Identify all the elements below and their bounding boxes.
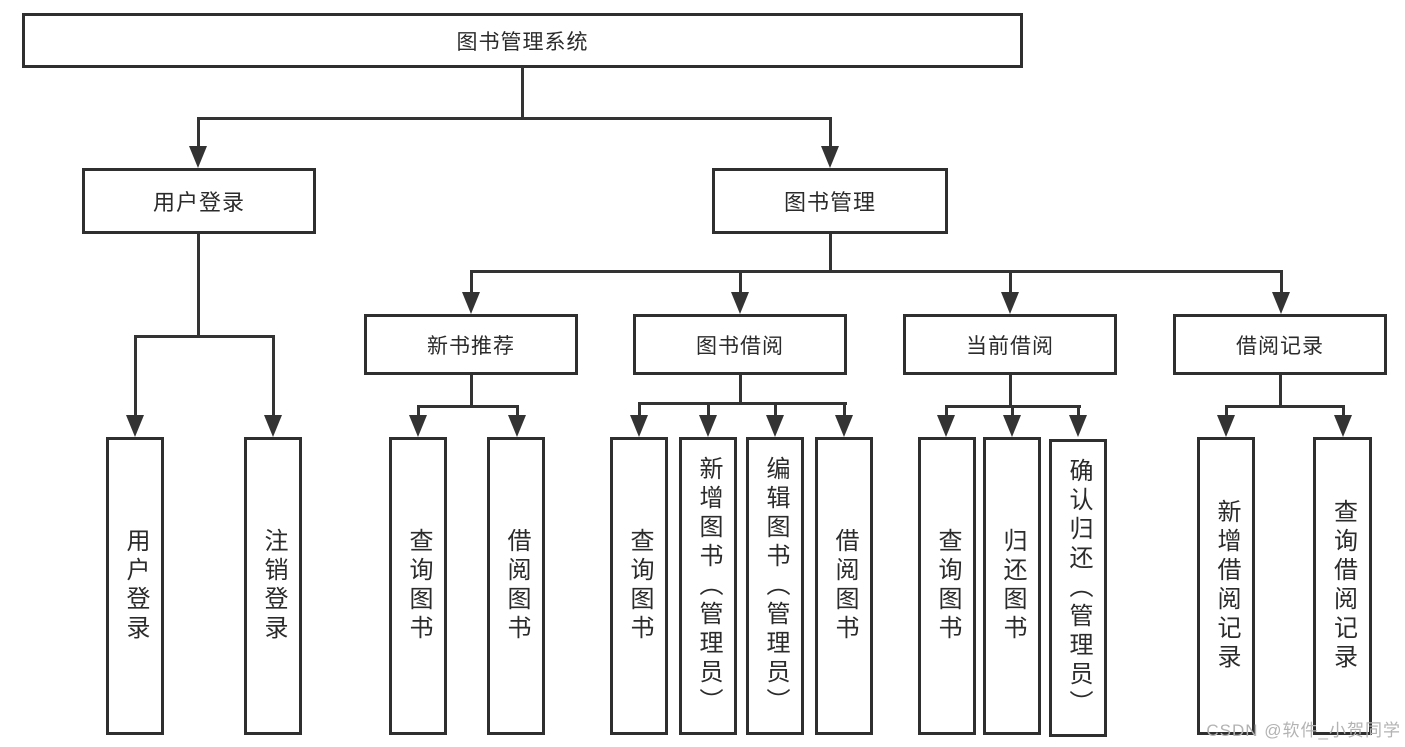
connector-records-hline (1225, 405, 1345, 408)
leaf-confirm-return-admin: 确认归还（管理员） (1049, 439, 1107, 737)
connector-stem-nb-borrow (516, 405, 519, 417)
arrowhead-new-book (462, 292, 480, 314)
csdn-watermark: CSDN @软件_小贺同学 (1206, 721, 1401, 740)
leaf-query-books-borrowing: 查询图书 (610, 437, 668, 735)
connector-stem-bb-add (707, 402, 710, 417)
leaf-query-books-recommend: 查询图书 (389, 437, 447, 735)
connector-stem-user-login (197, 117, 200, 148)
arrowhead-cb-query (937, 415, 955, 437)
arrowhead-nb-borrow (508, 415, 526, 437)
leaf-borrow-books-borrowing: 借阅图书 (815, 437, 873, 735)
connector-root-hline (197, 117, 832, 120)
connector-stem-cb-confirm (1077, 405, 1080, 417)
connector-current-stem (1009, 375, 1012, 407)
arrowhead-cb-return (1003, 415, 1021, 437)
arrowhead-user-login (189, 146, 207, 168)
connector-root-stem (521, 67, 524, 119)
leaf-query-books-current: 查询图书 (918, 437, 976, 735)
connector-stem-leaf-logout (272, 335, 275, 417)
node-book-management: 图书管理 (712, 168, 948, 234)
arrowhead-rec-add (1217, 415, 1235, 437)
leaf-add-borrow-record: 新增借阅记录 (1197, 437, 1255, 735)
leaf-add-books-admin: 新增图书（管理员） (679, 437, 737, 735)
node-new-book-recommend: 新书推荐 (364, 314, 578, 375)
arrowhead-rec-query (1334, 415, 1352, 437)
leaf-borrow-books-recommend: 借阅图书 (487, 437, 545, 735)
arrowhead-nb-query (409, 415, 427, 437)
connector-stem-book-mgmt (829, 117, 832, 148)
connector-stem-cb-return (1011, 405, 1014, 417)
connector-stem-bb-edit (774, 402, 777, 417)
connector-records-stem (1279, 375, 1282, 407)
arrowhead-bb-query (630, 415, 648, 437)
connector-stem-borrowing (739, 270, 742, 294)
arrowhead-current (1001, 292, 1019, 314)
node-user-login: 用户登录 (82, 168, 316, 234)
connector-stem-leaf-login (134, 335, 137, 417)
connector-stem-cb-query (945, 405, 948, 417)
connector-stem-records (1280, 270, 1283, 294)
arrowhead-bb-add (699, 415, 717, 437)
connector-mgmt-stem (829, 234, 832, 272)
connector-newbook-hline (417, 405, 519, 408)
leaf-return-books: 归还图书 (983, 437, 1041, 735)
leaf-logout: 注销登录 (244, 437, 302, 735)
connector-login-hline (134, 335, 275, 338)
leaf-user-login: 用户登录 (106, 437, 164, 735)
connector-stem-new-book (470, 270, 473, 294)
connector-borrowing-stem (739, 375, 742, 404)
arrowhead-borrowing (731, 292, 749, 314)
arrowhead-bb-borrow (835, 415, 853, 437)
connector-stem-rec-add (1225, 405, 1228, 417)
connector-newbook-stem (470, 375, 473, 407)
arrowhead-cb-confirm (1069, 415, 1087, 437)
node-book-borrowing: 图书借阅 (633, 314, 847, 375)
connector-stem-bb-query (638, 402, 641, 417)
node-library-system: 图书管理系统 (22, 13, 1023, 68)
connector-stem-rec-query (1342, 405, 1345, 417)
leaf-query-borrow-record: 查询借阅记录 (1313, 437, 1372, 735)
connector-login-stem (197, 234, 200, 338)
connector-stem-nb-query (417, 405, 420, 417)
node-current-borrowing: 当前借阅 (903, 314, 1117, 375)
connector-stem-bb-borrow (843, 402, 846, 417)
arrowhead-book-mgmt (821, 146, 839, 168)
arrowhead-leaf-login (126, 415, 144, 437)
arrowhead-bb-edit (766, 415, 784, 437)
connector-mgmt-hline (470, 270, 1283, 273)
arrowhead-records (1272, 292, 1290, 314)
connector-borrowing-hline (638, 402, 847, 405)
arrowhead-leaf-logout (264, 415, 282, 437)
connector-stem-current (1009, 270, 1012, 294)
leaf-edit-books-admin: 编辑图书（管理员） (746, 437, 804, 735)
node-borrowing-records: 借阅记录 (1173, 314, 1387, 375)
